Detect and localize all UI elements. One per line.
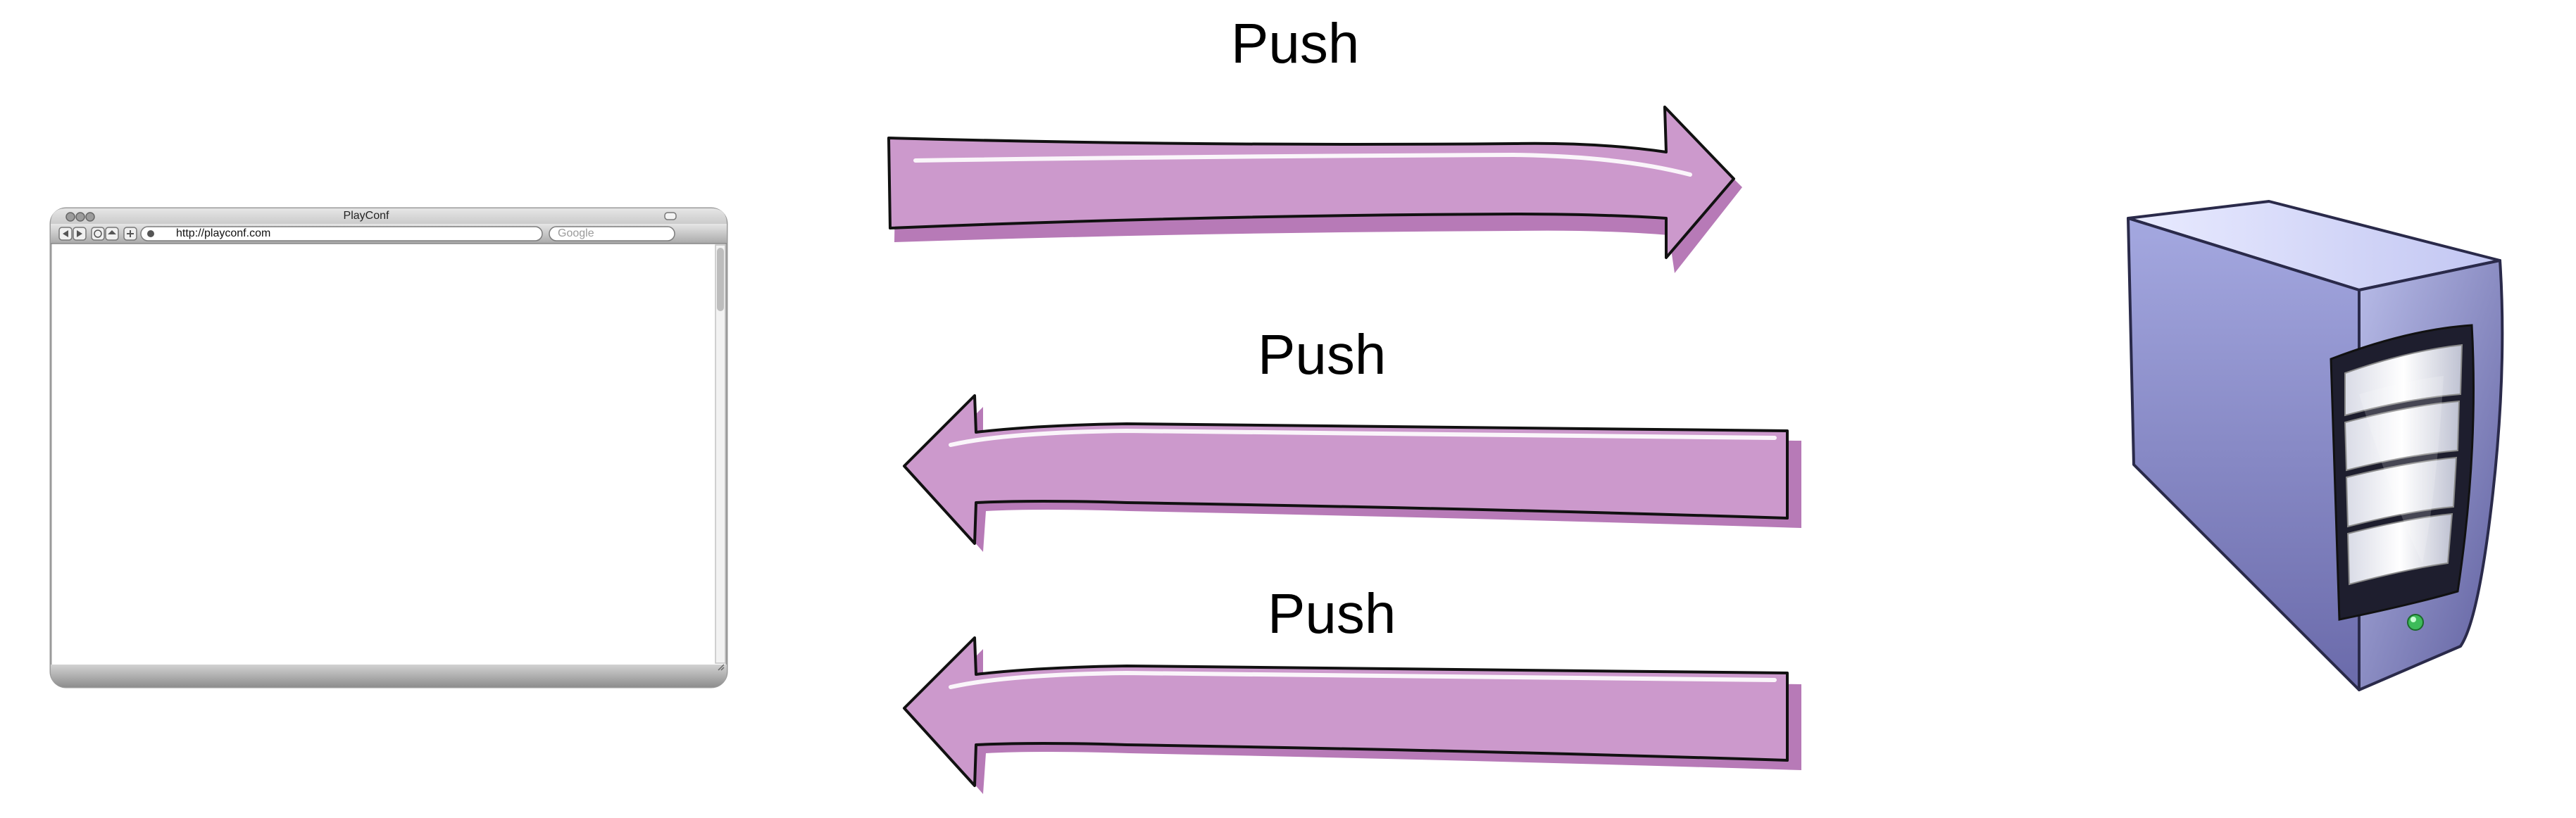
push-label: Push <box>1258 323 1387 386</box>
address-bar[interactable] <box>140 226 543 241</box>
browser-status-bar <box>51 665 727 687</box>
search-field-placeholder[interactable]: Google <box>558 227 594 239</box>
push-arrow-left-2 <box>903 636 1801 794</box>
home-button[interactable] <box>105 227 119 241</box>
scrollbar-thumb[interactable] <box>717 248 724 311</box>
site-favicon-icon <box>147 230 154 237</box>
browser-window <box>49 207 728 688</box>
address-bar-url[interactable]: http://playconf.com <box>176 227 271 239</box>
search-field[interactable] <box>549 226 675 241</box>
push-arrow-left-1 <box>903 394 1801 552</box>
reload-button[interactable] <box>91 227 105 241</box>
browser-title: PlayConf <box>343 210 389 222</box>
toolbar-toggle-button[interactable] <box>664 212 677 220</box>
forward-button[interactable] <box>73 227 87 241</box>
push-label: Push <box>1231 12 1360 75</box>
back-button[interactable] <box>58 227 73 241</box>
push-arrow-right <box>887 106 1742 273</box>
vertical-scrollbar[interactable] <box>715 244 726 664</box>
add-bookmark-button[interactable] <box>123 227 137 241</box>
power-led-icon <box>2407 614 2424 631</box>
server-tower-icon <box>2127 200 2504 691</box>
window-controls[interactable] <box>65 212 95 222</box>
push-label: Push <box>1268 582 1396 645</box>
resize-grip-icon[interactable] <box>718 664 725 671</box>
